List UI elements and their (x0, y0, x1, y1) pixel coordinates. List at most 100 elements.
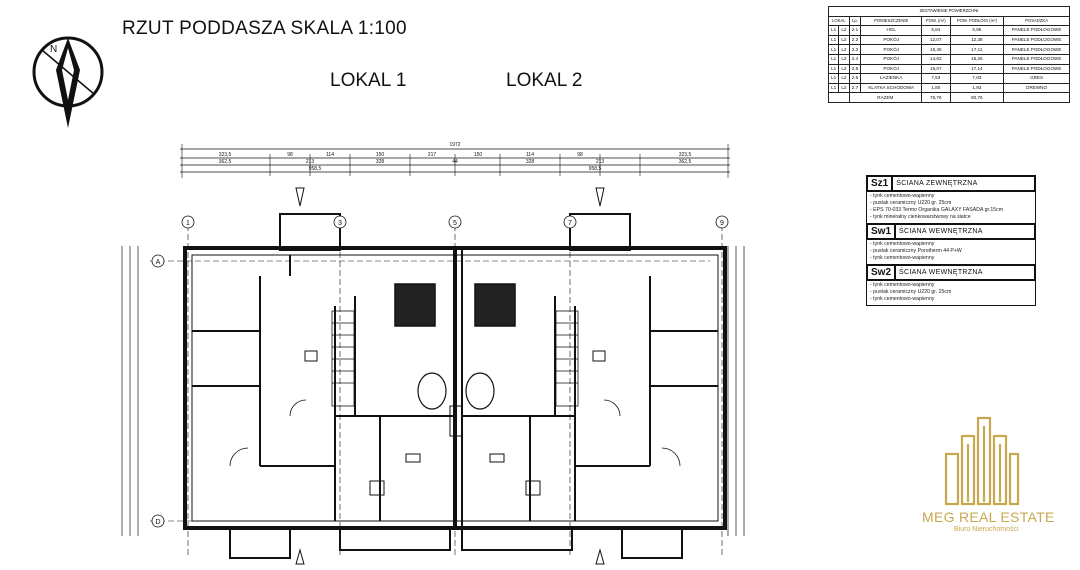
table-cell: 12,07 (921, 34, 951, 46)
dimension-label: 328 (526, 159, 535, 165)
table-cell: 1,80 (921, 82, 951, 94)
dimension-label: 150 (376, 152, 385, 158)
table-cell: PANELE PODŁOGOWE (1003, 44, 1070, 55)
table-cell: 17,11 (949, 44, 1005, 55)
area-table-title: ZESTAWIENIE POWIERZCHNI (828, 6, 1070, 17)
table-cell: 12,38 (949, 34, 1005, 46)
building-logo-icon (944, 416, 1020, 506)
table-cell: L2 (838, 73, 850, 84)
table-cell (828, 92, 850, 103)
wall-layer: - tynk cementowo-wapienny (870, 296, 935, 302)
wall-layer: - tynk cementowo-wapienny (870, 255, 935, 261)
unit-label-1: LOKAL 1 (330, 70, 407, 91)
dimension-label: 958,5 (309, 166, 322, 172)
dimension-label: 328 (376, 159, 385, 165)
drawing-title: RZUT PODDASZA SKALA 1:100 (122, 18, 407, 39)
logo-tagline: Biuro Nieruchomości (954, 526, 1019, 533)
axis-label: 1 (186, 220, 190, 227)
table-cell: HOL (860, 25, 923, 36)
table-cell: L1 (827, 34, 840, 46)
table-cell: PANELE PODŁOGOWE (1003, 53, 1070, 65)
axis-label: A (156, 259, 161, 266)
table-cell: 1,93 (949, 82, 1005, 94)
dimension-label: 217 (428, 152, 437, 158)
wall-layer: - EPS 70-033 Termo Organika GALAXY FASAD… (870, 207, 1004, 213)
table-cell: 14,62 (921, 53, 951, 65)
unit-label-2: LOKAL 2 (506, 70, 583, 91)
area-table-header: POSADZKA (1003, 15, 1070, 27)
axis-bubble-3: 3 (333, 215, 347, 229)
axis-bubble-9: 9 (715, 215, 729, 229)
dimension-label: 114 (326, 152, 334, 158)
axis-label: D (155, 519, 160, 526)
logo-name: MEG REAL ESTATE (922, 509, 1055, 525)
table-cell: 15,26 (949, 53, 1005, 65)
dimension-label: 362,5 (679, 159, 692, 165)
table-cell: L2 (838, 34, 850, 46)
table-cell: 2.7 (848, 82, 862, 94)
wall-code: Sw2 (868, 266, 897, 279)
table-cell: ŁAZIENKA (860, 73, 923, 84)
area-table-header: POMIESZCZENIE (860, 15, 923, 27)
axis-label: 9 (720, 220, 724, 227)
dimension-label: 98 (577, 152, 583, 158)
wall-layers: - tynk cementowo-wapienny- pustak cerami… (866, 281, 1036, 305)
dimension-label: 323,5 (679, 152, 692, 158)
axis-bubble-1: 1 (181, 215, 195, 229)
table-cell: L1 (827, 25, 840, 36)
wall-name: ŚCIANA WEWNĘTRZNA (899, 228, 983, 235)
table-cell: 5,84 (921, 25, 951, 36)
area-table-header: POW. PODŁOGI (m²) (949, 15, 1005, 27)
wall-name: ŚCIANA ZEWNĘTRZNA (896, 180, 978, 187)
table-cell: 2.5 (848, 63, 862, 75)
wall-layer: - pustak ceramiczny Porotherm 44 P+W (870, 248, 962, 254)
table-cell: 7,83 (949, 73, 1005, 84)
table-cell: 2.6 (848, 73, 862, 84)
dimension-label: 150 (474, 152, 483, 158)
table-cell: 2.1 (848, 25, 862, 36)
total-area: 76,76 (921, 92, 951, 103)
wall-layer: - tynk cementowo-wapienny (870, 282, 935, 288)
wall-layer: - tynk mineralny cienkowarstwowy na siat… (870, 214, 971, 220)
table-cell: L1 (827, 44, 840, 55)
table-cell: GRES (1003, 73, 1070, 84)
north-arrow-icon: N (32, 36, 104, 128)
wall-layer: - tynk cementowo-wapienny (870, 193, 935, 199)
area-table-header: POW. (m²) (921, 15, 951, 27)
dimension-total: 1972 (449, 142, 460, 148)
table-cell: POKÓJ (860, 34, 923, 46)
table-cell: 17,14 (949, 63, 1005, 75)
table-cell: 15,07 (921, 63, 951, 75)
total-floor-area: 80,76 (949, 92, 1005, 103)
table-cell: 2.3 (848, 44, 862, 55)
axis-bubble-a-left: A (151, 254, 165, 268)
wall-layers: - tynk cementowo-wapienny- pustak cerami… (866, 240, 1036, 264)
dimension-label: 44 (452, 159, 458, 165)
table-cell: PANELE PODŁOGOWE (1003, 34, 1070, 46)
table-cell: L1 (827, 82, 840, 94)
svg-text:N: N (50, 44, 57, 55)
table-cell: KLATKA SCHODOWA (860, 82, 923, 94)
wall-layer: - pustak ceramiczny U220 gr. 25cm (870, 200, 952, 206)
wall-layers: - tynk cementowo-wapienny- pustak cerami… (866, 192, 1036, 223)
table-cell: 2.4 (848, 53, 862, 65)
table-cell (1003, 92, 1070, 103)
table-cell: DREWNO (1003, 82, 1070, 94)
wall-name: ŚCIANA WEWNĘTRZNA (899, 269, 983, 276)
table-cell: POKÓJ (860, 44, 923, 55)
table-cell: L2 (838, 53, 850, 65)
table-cell: PANELE PODŁOGOWE (1003, 63, 1070, 75)
table-cell: POKÓJ (860, 63, 923, 75)
